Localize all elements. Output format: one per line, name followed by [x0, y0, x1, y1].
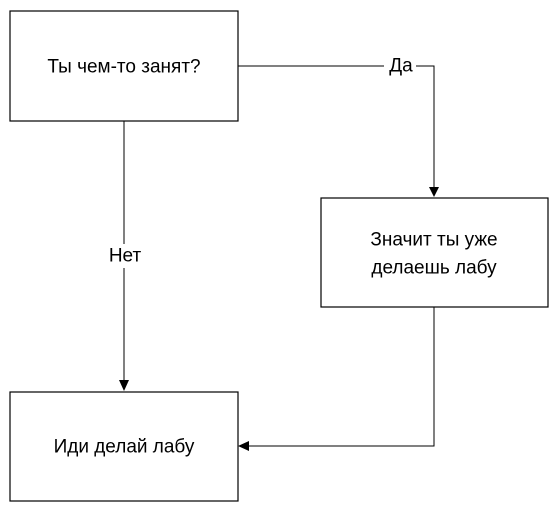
- node-go-do: Иди делай лабу: [9, 391, 239, 502]
- edge-yes-line: [238, 65, 435, 188]
- edge-yes-arrowhead: [429, 187, 439, 197]
- edge-yes-label-bg: [384, 55, 416, 77]
- edge-yes-label: Да: [389, 56, 413, 77]
- edge-no-arrowhead: [119, 380, 129, 391]
- edge-no-label-bg: [104, 244, 146, 268]
- edge-merge: [238, 307, 435, 451]
- node-question-text: Ты чем-то занят?: [47, 57, 200, 78]
- node-already-doing-box: [320, 197, 549, 308]
- edge-yes: [238, 65, 439, 197]
- node-go-do-box: [9, 391, 239, 502]
- node-already-doing: Значит ты уже делаешь лабу: [320, 197, 549, 308]
- edge-no-label: Нет: [109, 246, 142, 267]
- edge-merge-line: [248, 307, 435, 447]
- edge-merge-arrowhead: [238, 441, 249, 451]
- node-question: Ты чем-то занят?: [9, 10, 239, 122]
- node-question-box: [9, 10, 239, 122]
- node-already-doing-line2: делаешь лабу: [371, 258, 497, 279]
- node-already-doing-line1: Значит ты уже: [370, 230, 497, 251]
- node-go-do-text: Иди делай лабу: [54, 437, 195, 458]
